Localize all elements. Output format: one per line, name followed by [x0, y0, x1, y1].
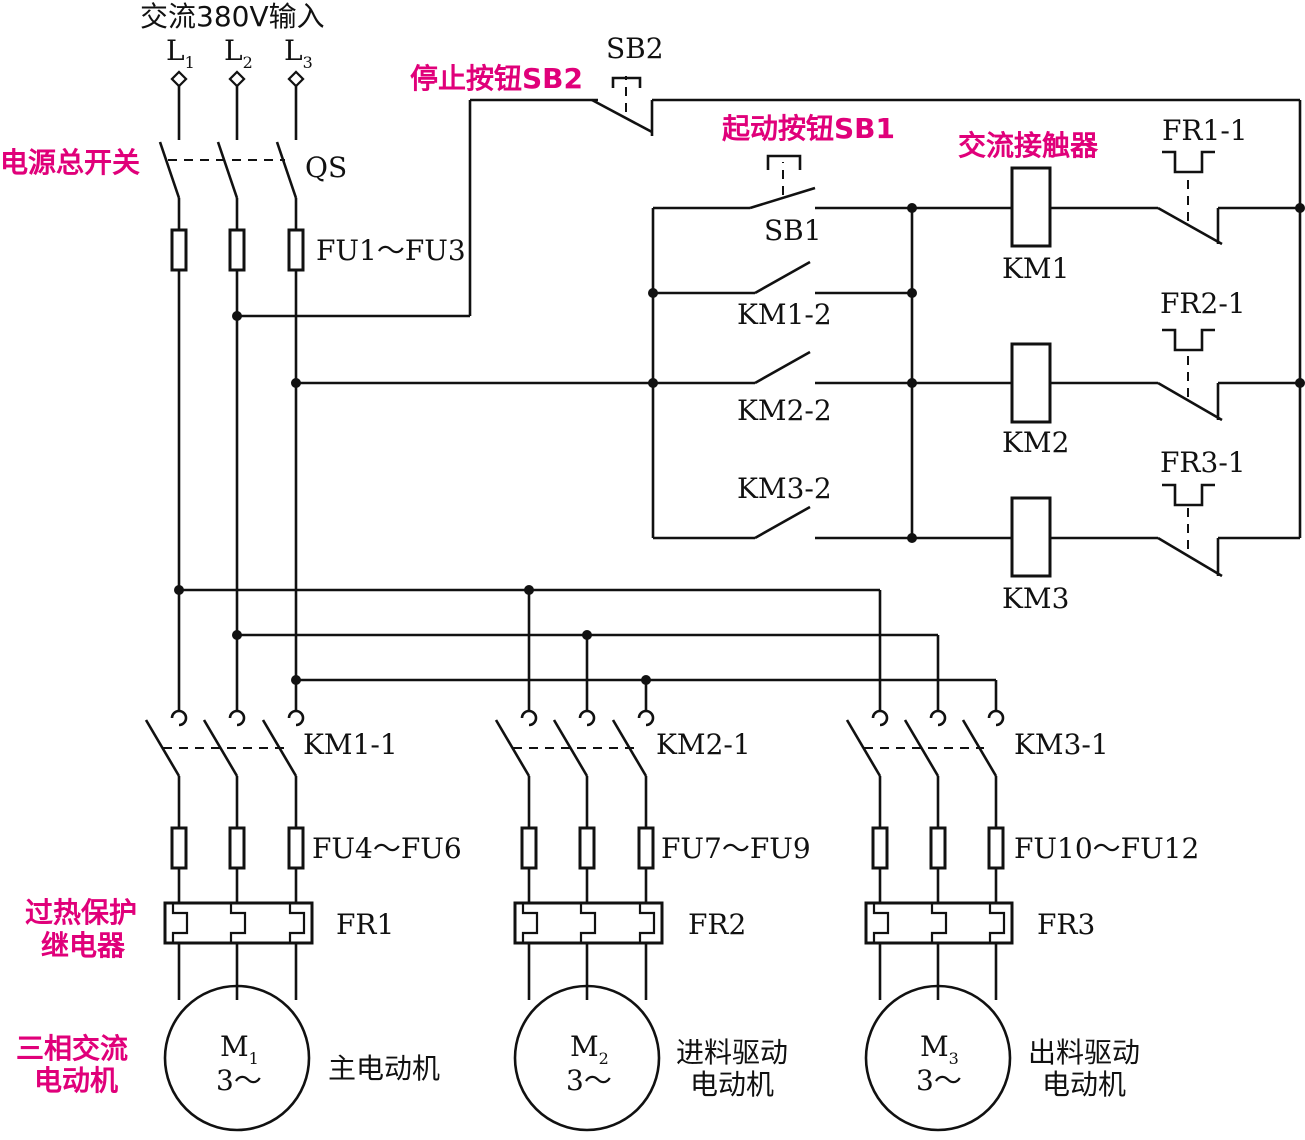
overload-element [638, 903, 656, 943]
input-title: 交流380V输入 [140, 0, 325, 33]
contactor-contact-arc [228, 709, 246, 727]
contactor-contact-blade [202, 719, 239, 777]
fr3-1-label: FR3-1 [1160, 446, 1246, 479]
terminal-l1: L1 [166, 34, 195, 88]
contactor-contact-arc [170, 709, 188, 727]
svg-text:L1: L1 [166, 34, 195, 72]
contactor-contact-arc [987, 709, 1005, 727]
overload-element [171, 903, 189, 943]
contactor-contact-arc [637, 709, 655, 727]
motor-2-desc-1: 进料驱动 [676, 1036, 788, 1069]
overload-element [521, 903, 539, 943]
callout-start-button: 起动按钮SB1 [722, 112, 895, 145]
fr1-1-label: FR1-1 [1162, 114, 1248, 147]
overload-element [988, 903, 1006, 943]
contactor-contact-arc [520, 709, 538, 727]
fr2-label: FR2 [688, 908, 746, 941]
motor-2-desc-2: 电动机 [690, 1068, 774, 1101]
fuse [520, 826, 538, 870]
fuse [287, 826, 305, 870]
callout-motor-1: 三相交流 [16, 1032, 128, 1065]
fuse [929, 826, 947, 870]
motor-branch-3 [845, 709, 1014, 1132]
svg-text:M2: M2 [570, 1030, 609, 1068]
qs-label: QS [305, 151, 347, 184]
terminal-l3: L3 [284, 34, 313, 88]
contactor-contact-arc [929, 709, 947, 727]
fu1-fu3-label: FU1～FU3 [316, 234, 466, 267]
contactor-contact-blade [552, 719, 589, 777]
callout-overheat-1: 过热保护 [25, 896, 137, 929]
callout-main-switch: 电源总开关 [0, 146, 140, 179]
callout-stop-button: 停止按钮SB2 [410, 62, 583, 95]
sb1-label: SB1 [764, 214, 822, 247]
overload-relay [163, 901, 314, 945]
motor-1: M1 3～ [216, 1030, 262, 1097]
km3-coil-label: KM3 [1002, 582, 1069, 615]
overload-relay [864, 901, 1014, 945]
fuse [170, 826, 188, 870]
contactor-contact-arc [871, 709, 889, 727]
fr2-1-label: FR2-1 [1160, 287, 1246, 320]
svg-text:L3: L3 [284, 34, 313, 72]
km2-1-label: KM2-1 [656, 728, 751, 761]
fu10-fu12-label: FU10～FU12 [1014, 832, 1199, 865]
overload-element [579, 903, 597, 943]
km1-coil-label: KM1 [1002, 252, 1069, 285]
motor-branches [144, 709, 1014, 1132]
motor-branch-2 [494, 709, 664, 1132]
motor-circle [163, 984, 311, 1132]
fu4-fu6-label: FU4～FU6 [312, 832, 462, 865]
motor-branch-1 [144, 709, 314, 1132]
svg-text:L2: L2 [224, 34, 253, 72]
km1-2-label: KM1-2 [737, 298, 832, 331]
overload-relay [513, 901, 664, 945]
motor-3: M3 3～ [916, 1030, 962, 1097]
km1-1-label: KM1-1 [303, 728, 398, 761]
fr1-label: FR1 [336, 908, 394, 941]
fuse [228, 826, 246, 870]
fuse [987, 826, 1005, 870]
overload-element [930, 903, 948, 943]
km3-1-label: KM3-1 [1014, 728, 1109, 761]
fuse [578, 826, 596, 870]
motor-circle [513, 984, 661, 1132]
motor-2: M2 3～ [566, 1030, 612, 1097]
overload-element [229, 903, 247, 943]
svg-text:3～: 3～ [916, 1064, 962, 1097]
contactor-contact-arc [287, 709, 305, 727]
overload-element [288, 903, 306, 943]
km3-2-label: KM3-2 [737, 472, 832, 505]
contactor-contact-arc [578, 709, 596, 727]
svg-text:3～: 3～ [566, 1064, 612, 1097]
svg-text:M3: M3 [920, 1030, 959, 1068]
main-switch-qs [158, 86, 298, 199]
contactor-contact-blade [845, 719, 882, 777]
control-junctions [232, 203, 1305, 543]
fu7-fu9-label: FU7～FU9 [661, 832, 811, 865]
svg-text:M1: M1 [220, 1030, 259, 1068]
terminal-l2: L2 [224, 34, 253, 88]
contactor-contact-blade [144, 719, 181, 777]
overload-element [872, 903, 890, 943]
fuse [871, 826, 889, 870]
km2-2-label: KM2-2 [737, 394, 832, 427]
callout-overheat-2: 继电器 [41, 929, 126, 962]
km2-coil-label: KM2 [1002, 426, 1069, 459]
contactor-contact-blade [494, 719, 531, 777]
distribution-buses [174, 585, 998, 712]
motor-3-desc-2: 电动机 [1042, 1068, 1126, 1101]
motor-circle [864, 984, 1012, 1132]
sb2-label: SB2 [606, 32, 664, 65]
fuse [637, 826, 655, 870]
fr3-label: FR3 [1037, 908, 1095, 941]
fuses-fu1-fu3 [170, 198, 305, 680]
motor-1-desc: 主电动机 [328, 1052, 440, 1085]
contactor-contact-blade [903, 719, 940, 777]
motor-3-desc-1: 出料驱动 [1028, 1036, 1140, 1069]
callout-motor-2: 电动机 [34, 1064, 118, 1097]
svg-text:3～: 3～ [216, 1064, 262, 1097]
callout-contactor: 交流接触器 [958, 129, 1099, 162]
